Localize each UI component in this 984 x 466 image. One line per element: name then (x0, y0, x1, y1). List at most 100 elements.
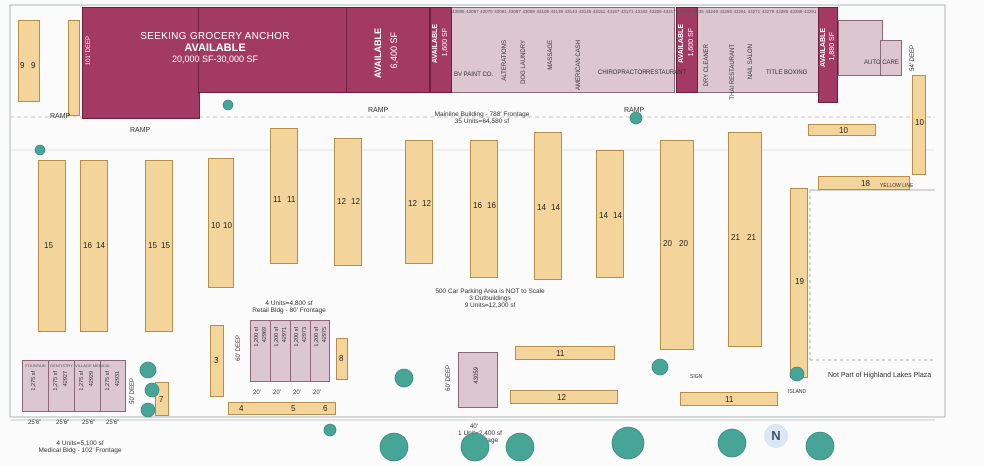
retail-width: 20' (273, 390, 281, 396)
retail-width: 20' (313, 390, 321, 396)
single-unit-building[interactable]: 43059 (458, 352, 498, 408)
tree (611, 426, 645, 460)
retail-bldg-label: 4 Units=4,800 sf Retail Bldg - 80' Front… (252, 300, 326, 315)
parking-row: 10 (808, 124, 876, 136)
available-unit-6400[interactable]: AVAILABLE 6,400 SF (346, 7, 430, 93)
tree (139, 361, 157, 379)
medical-width: 25'6" (82, 420, 96, 426)
anchor-label: SEEKING GROCERY ANCHOR AVAILABLE 20,000 … (110, 31, 320, 64)
parking-row: 11 (515, 346, 615, 360)
unit-number: 43081 (494, 9, 507, 14)
mainline-label: Mainline Building - 788' Frontage 35 Uni… (434, 111, 530, 126)
unit-number: 43271 (747, 9, 761, 14)
retail-unit[interactable]: 1,200 sf 42971 (271, 321, 291, 381)
parking-row-anchor-side (68, 20, 80, 116)
retail-width: 20' (253, 390, 261, 396)
unit-number: 43139 (550, 9, 564, 14)
parking-row: 18 (818, 176, 910, 190)
anchor-size: 20,000 SF-30,000 SF (171, 54, 259, 64)
available-unit-1600-a[interactable]: AVAILABLE 1,600 SF (430, 7, 452, 93)
tree (140, 402, 156, 418)
medical-building[interactable]: FOUNTAIN 1,275 sf DENTISTRY 1,275 sf 429… (22, 360, 126, 412)
retail-building[interactable]: 1,200 sf 42969 1,200 sf 42971 1,200 sf 4… (250, 320, 330, 382)
ramp-label: RAMP (130, 127, 151, 134)
parking-row: 15 (38, 160, 66, 332)
unit-number: 43255 (719, 9, 732, 14)
parking-row: 12 12 (405, 140, 433, 264)
retail-unit[interactable]: 1,200 sf 42973 (291, 321, 311, 381)
tree (805, 431, 835, 461)
unit-number: 43109 (536, 9, 549, 14)
sign-label: SIGN (690, 374, 703, 380)
parking-row: 16 16 (470, 140, 498, 278)
tenant-label: TITLE BOXING (766, 70, 808, 76)
anchor-status: AVAILABLE (184, 42, 246, 54)
mainline-building-a (430, 7, 675, 93)
ramp-label: RAMP (624, 107, 645, 114)
parking-row: 12 (510, 390, 618, 404)
unit-number: 43285 (775, 9, 789, 14)
unit-number: 43171 (620, 9, 634, 14)
unit-number: 43291 (803, 9, 817, 14)
tree (629, 111, 643, 125)
parking-row: 21 21 (728, 132, 762, 347)
parking-row: 4 5 6 (228, 402, 336, 415)
retail-unit[interactable]: 1,200 sf 42969 (251, 321, 271, 381)
tenant-label: CHIROPRACTOR (598, 70, 647, 76)
parking-row: 11 (680, 392, 778, 406)
parking-row: 3 (210, 325, 224, 397)
tenant-label: BV PAINT CO. (454, 72, 494, 78)
medical-width: 25'6" (106, 420, 120, 426)
parking-note: 500 Car Parking Area is NOT to Scale 3 O… (435, 288, 545, 310)
parking-row: 15 15 (145, 160, 173, 332)
available-unit-1880[interactable]: AVAILABLE 1,880 SF (818, 7, 838, 103)
tree (323, 423, 337, 437)
unit-number: 43235 (691, 9, 704, 14)
tree (394, 368, 414, 388)
unit-number: 43261 (733, 9, 747, 14)
unit-number: 43087 (508, 9, 521, 14)
unit-number: 43151 (592, 9, 606, 14)
unit-number: 43087 (466, 9, 479, 14)
unit-number: 43145 (578, 9, 592, 14)
single-width: 40' (470, 424, 478, 430)
unit-number: 43183 (635, 9, 648, 14)
site-boundary (9, 4, 946, 418)
unit-number: 43289 (789, 9, 803, 14)
medical-width: 25'6" (28, 420, 42, 426)
tenant-label: RESTAURANT (646, 70, 687, 76)
unit-number: 43157 (606, 9, 620, 14)
parking-row: 14 14 (596, 150, 624, 278)
medical-unit[interactable]: FOUNTAIN 1,275 sf (23, 361, 49, 411)
yellow-line-label: YELLOW LINE (880, 183, 914, 189)
tree (379, 432, 409, 462)
tree (34, 144, 46, 156)
north-arrow-icon: N (764, 424, 788, 448)
parking-row: 14 14 (534, 132, 562, 280)
auto-care-building (838, 20, 883, 76)
unit-number: 43143 (564, 9, 578, 14)
tenant-label: AUTO CARE (864, 60, 899, 66)
corner-building (880, 40, 902, 76)
parking-row: 12 12 (334, 138, 362, 266)
medical-unit[interactable]: VILLAGE MEDICAL 1,275 sf 42929 (75, 361, 111, 411)
tree (505, 432, 535, 462)
unit-number: 43279 (761, 9, 775, 14)
unit-number: 43085 (452, 9, 465, 14)
parking-row: 16 14 (80, 160, 108, 332)
ramp-label: RAMP (368, 107, 389, 114)
unit-number: 43217 (663, 9, 676, 14)
parking-row: 20 20 (660, 140, 694, 350)
medical-unit[interactable]: DENTISTRY 1,275 sf 42927 (49, 361, 75, 411)
not-part-label: Not Part of Highland Lakes Plaza (828, 372, 932, 379)
available-unit-1600-b[interactable]: AVAILABLE 1,600 SF (676, 7, 698, 93)
parking-row: 10 (912, 75, 926, 175)
retail-width: 20' (293, 390, 301, 396)
parking-row: 8 (336, 338, 348, 380)
tree (717, 428, 747, 458)
unit-number: 43249 (705, 9, 718, 14)
